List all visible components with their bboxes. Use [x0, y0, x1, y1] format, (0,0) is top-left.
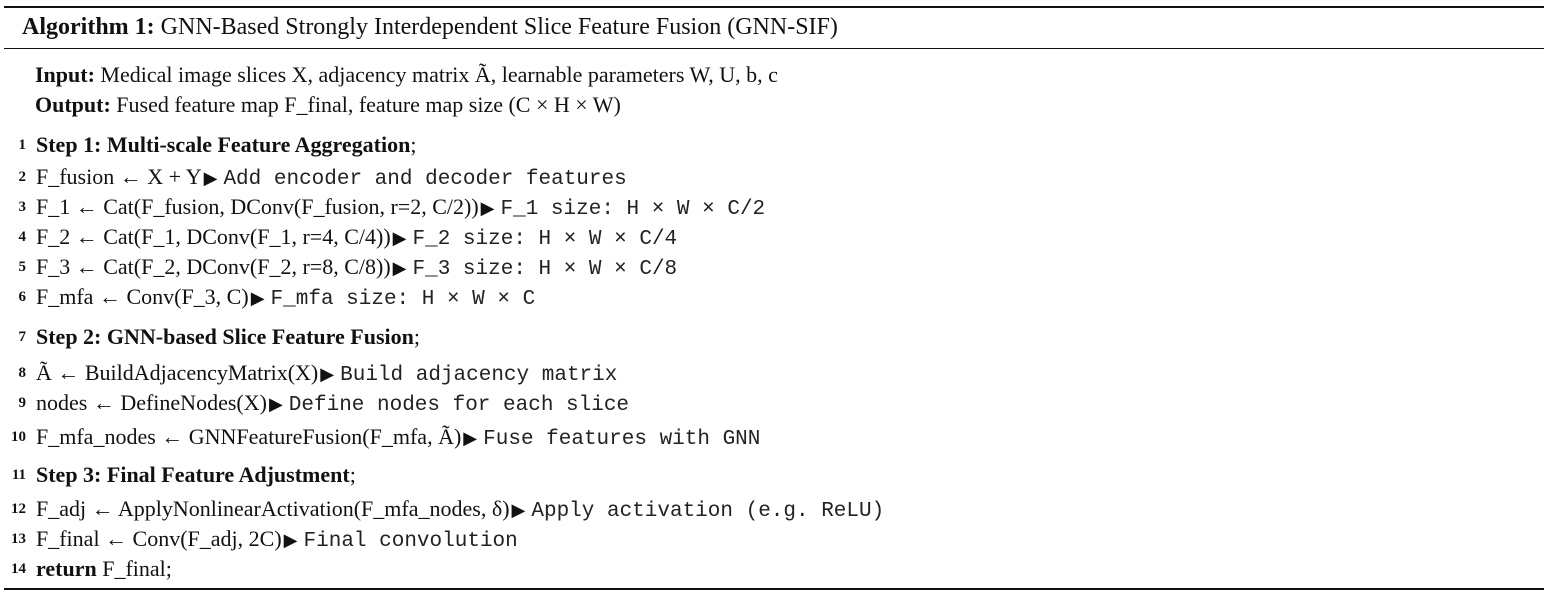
- input-line: Input: Medical image slices X, adjacency…: [35, 60, 778, 90]
- algorithm-block: Algorithm 1: GNN-Based Strongly Interdep…: [4, 4, 1544, 592]
- statement-code: F_final: [102, 556, 166, 581]
- statement-code: F_final ← Conv(F_adj, 2C): [36, 526, 282, 551]
- comment-marker-icon: ▶: [320, 364, 335, 385]
- step-heading: Step 2: GNN-based Slice Feature Fusion: [36, 324, 414, 349]
- statement-code: F_mfa ← Conv(F_3, C): [36, 284, 249, 309]
- statement-end: ;: [410, 132, 417, 157]
- statement-comment: Final convolution: [303, 530, 518, 553]
- line-number: 12: [11, 501, 26, 517]
- caption-title: GNN-Based Strongly Interdependent Slice …: [160, 14, 838, 40]
- comment-marker-icon: ▶: [283, 530, 298, 551]
- bottom-rule: [4, 588, 1544, 590]
- return-keyword: return: [36, 556, 97, 581]
- algorithm-caption: Algorithm 1: GNN-Based Strongly Interdep…: [22, 10, 838, 44]
- step-heading: Step 3: Final Feature Adjustment: [36, 462, 350, 487]
- output-text: Fused feature map F_final, feature map s…: [116, 92, 621, 117]
- statement-end: ;: [165, 556, 172, 581]
- statement-comment: Apply activation (e.g. ReLU): [531, 500, 885, 523]
- comment-marker-icon: ▶: [268, 394, 283, 415]
- statement-code: nodes ← DefineNodes(X): [36, 390, 267, 415]
- comment-marker-icon: ▶: [250, 288, 265, 309]
- line-number: 8: [18, 365, 27, 381]
- statement-comment: F_1 size: H × W × C/2: [500, 198, 766, 221]
- statement-code: F_fusion ← X + Y: [36, 164, 202, 189]
- comment-marker-icon: ▶: [463, 428, 478, 449]
- statement-code: F_1 ← Cat(F_fusion, DConv(F_fusion, r=2,…: [36, 194, 479, 219]
- line-number: 5: [18, 259, 27, 275]
- statement-end: ;: [349, 462, 356, 487]
- comment-marker-icon: ▶: [392, 228, 407, 249]
- output-line: Output: Fused feature map F_final, featu…: [35, 90, 621, 120]
- comment-marker-icon: ▶: [203, 168, 218, 189]
- comment-marker-icon: ▶: [511, 500, 526, 521]
- caption-label: Algorithm 1:: [22, 14, 155, 40]
- statement-comment: Add encoder and decoder features: [223, 168, 627, 191]
- step-heading: Step 1: Multi-scale Feature Aggregation: [36, 132, 411, 157]
- statement-code: F_2 ← Cat(F_1, DConv(F_1, r=4, C/4)): [36, 224, 391, 249]
- input-text: Medical image slices X, adjacency matrix…: [100, 62, 778, 87]
- statement-code: F_3 ← Cat(F_2, DConv(F_2, r=8, C/8)): [36, 254, 391, 279]
- line-number: 11: [11, 467, 26, 483]
- statement-comment: Fuse features with GNN: [483, 428, 761, 451]
- line-number: 3: [18, 199, 27, 215]
- statement-code: Ã ← BuildAdjacencyMatrix(X): [36, 360, 319, 385]
- statement-end: ;: [413, 324, 420, 349]
- line-number: 2: [18, 169, 27, 185]
- line-number: 4: [18, 229, 27, 245]
- input-label: Input:: [35, 62, 95, 87]
- line-number: 10: [11, 429, 26, 445]
- line-number: 9: [18, 395, 27, 411]
- statement-comment: F_mfa size: H × W × C: [270, 288, 536, 311]
- line-number: 6: [18, 289, 27, 305]
- statement-comment: F_2 size: H × W × C/4: [412, 228, 678, 251]
- caption-rule: [4, 48, 1544, 49]
- statement-code: F_mfa_nodes ← GNNFeatureFusion(F_mfa, Ã): [36, 424, 462, 449]
- comment-marker-icon: ▶: [480, 198, 495, 219]
- top-rule: [4, 6, 1544, 8]
- statement-comment: Define nodes for each slice: [288, 394, 630, 417]
- line-number: 1: [18, 137, 27, 153]
- output-label: Output:: [35, 92, 111, 117]
- line-number: 7: [18, 329, 27, 345]
- line-number: 13: [11, 531, 26, 547]
- statement-code: F_adj ← ApplyNonlinearActivation(F_mfa_n…: [36, 496, 510, 521]
- comment-marker-icon: ▶: [392, 258, 407, 279]
- statement-comment: Build adjacency matrix: [340, 364, 618, 387]
- statement-comment: F_3 size: H × W × C/8: [412, 258, 678, 281]
- line-number: 14: [11, 561, 26, 577]
